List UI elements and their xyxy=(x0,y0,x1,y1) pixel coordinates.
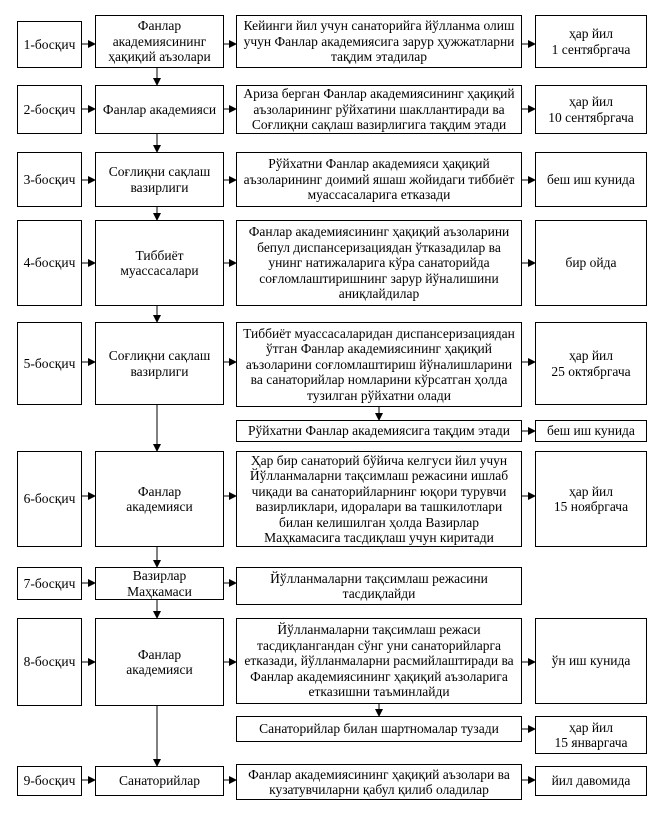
stage-5-subaction: Рўйхатни Фанлар академиясига тақдим этад… xyxy=(236,420,522,442)
stage-6-label: 6-босқич xyxy=(17,451,82,547)
stage-8-actor: Фанлар академияси xyxy=(95,618,224,706)
stage-6-action: Ҳар бир санаторий бўйича келгуси йил учу… xyxy=(236,451,522,547)
stage-3-actor: Соғлиқни сақлаш вазирлиги xyxy=(95,152,224,207)
stage-7-actor: Вазирлар Маҳкамаси xyxy=(95,567,224,600)
stage-1-action: Кейинги йил учун санаторийга йўлланма ол… xyxy=(236,15,522,68)
stage-4-actor: Тиббиёт муассасалари xyxy=(95,220,224,306)
stage-8-subaction: Санаторийлар билан шартномалар тузади xyxy=(236,716,522,742)
stage-8-subdeadline: ҳар йил 15 январгача xyxy=(535,716,647,754)
stage-3-action: Рўйхатни Фанлар академияси ҳақиқий аъзол… xyxy=(236,152,522,207)
stage-5-deadline: ҳар йил 25 октябргача xyxy=(535,322,647,405)
stage-2-deadline: ҳар йил 10 сентябргача xyxy=(535,85,647,134)
stage-1-actor: Фанлар академиясининг ҳақиқий аъзолари xyxy=(95,15,224,68)
stage-9-label: 9-босқич xyxy=(17,766,82,796)
stage-5-actor: Соғлиқни сақлаш вазирлиги xyxy=(95,322,224,405)
stage-2-action: Ариза берган Фанлар академиясининг ҳақиқ… xyxy=(236,85,522,134)
stage-5-label: 5-босқич xyxy=(17,322,82,405)
stage-3-deadline: беш иш кунида xyxy=(535,152,647,207)
stage-9-deadline: йил давомида xyxy=(535,766,647,796)
stage-1-deadline: ҳар йил 1 сентябргача xyxy=(535,15,647,68)
stage-8-action: Йўлланмаларни тақсимлаш режаси тасдиқлан… xyxy=(236,618,522,704)
stage-4-label: 4-босқич xyxy=(17,220,82,306)
stage-5-subdeadline: беш иш кунида xyxy=(535,420,647,442)
stage-4-action: Фанлар академиясининг ҳақиқий аъзоларини… xyxy=(236,220,522,306)
stage-9-action: Фанлар академиясининг ҳақиқий аъзолари в… xyxy=(236,764,522,800)
stage-2-label: 2-босқич xyxy=(17,85,82,134)
stage-3-label: 3-босқич xyxy=(17,152,82,207)
stage-1-label: 1-босқич xyxy=(17,21,82,68)
stage-7-action: Йўлланмаларни тақсимлаш режасини тасдиқл… xyxy=(236,567,522,605)
stage-2-actor: Фанлар академияси xyxy=(95,85,224,134)
stage-6-actor: Фанлар академияси xyxy=(95,451,224,547)
stage-8-deadline: ўн иш кунида xyxy=(535,618,647,704)
stage-4-deadline: бир ойда xyxy=(535,220,647,306)
stage-8-label: 8-босқич xyxy=(17,618,82,706)
stage-9-actor: Санаторийлар xyxy=(95,766,224,796)
stage-7-label: 7-босқич xyxy=(17,567,82,600)
stage-6-deadline: ҳар йил 15 ноябргача xyxy=(535,451,647,547)
stage-5-action: Тиббиёт муассасаларидан диспансеризацияд… xyxy=(236,322,522,407)
